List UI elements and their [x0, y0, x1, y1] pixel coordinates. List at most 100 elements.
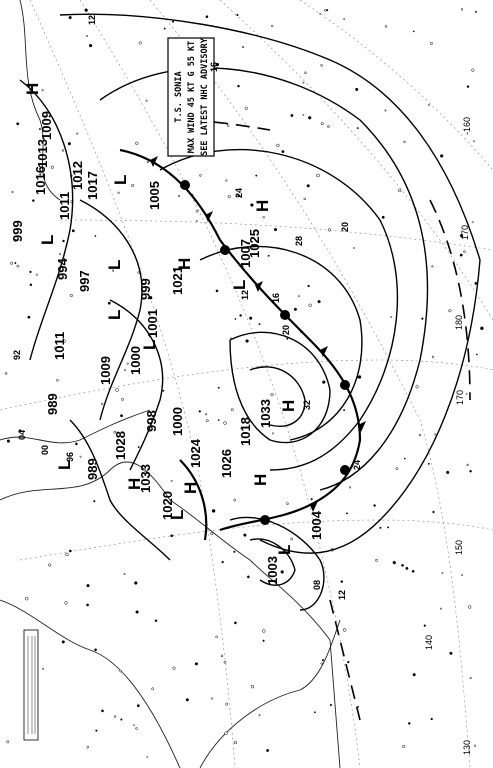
station-marker	[177, 194, 180, 198]
high-pressure-center-icon: H	[181, 482, 200, 494]
pressure-value: 1018	[238, 417, 253, 446]
cold-front-pip	[320, 346, 328, 357]
pressure-values: 1005 1025 1021 1007 999 1001 1000 1009 1…	[10, 111, 324, 585]
station-marker	[120, 414, 123, 418]
station-marker	[62, 339, 66, 343]
station-marker	[349, 486, 352, 489]
warm-front-pip	[280, 310, 290, 320]
station-marker	[205, 413, 208, 416]
station-marker	[230, 408, 234, 412]
station-marker	[441, 571, 444, 574]
station-marker	[327, 228, 332, 232]
station-marker	[293, 307, 297, 311]
observation-stations	[4, 8, 484, 758]
station-marker	[211, 697, 214, 700]
station-marker	[427, 103, 430, 106]
station-marker	[88, 43, 93, 48]
station-marker	[271, 24, 274, 28]
station-marker	[412, 30, 415, 33]
longitude-label: 170	[460, 225, 470, 240]
station-marker	[217, 419, 220, 421]
station-marker	[6, 439, 10, 443]
high-pressure-center-icon: H	[251, 474, 270, 486]
station-marker	[474, 10, 477, 13]
station-marker	[61, 640, 65, 644]
station-marker	[307, 284, 310, 288]
station-marker	[398, 188, 402, 193]
station-marker	[403, 457, 406, 460]
pressure-value: 1001	[145, 309, 160, 338]
pressure-value: 997	[77, 270, 92, 292]
station-marker	[234, 318, 237, 320]
station-marker	[162, 389, 165, 392]
station-marker	[390, 316, 393, 319]
station-marker	[430, 717, 433, 721]
station-marker	[469, 469, 472, 473]
station-marker	[302, 114, 305, 116]
station-marker	[86, 584, 90, 588]
station-marker	[121, 398, 124, 401]
pressure-value: 1009	[39, 111, 54, 140]
station-marker	[4, 372, 8, 375]
station-marker	[313, 711, 316, 714]
station-marker	[86, 35, 88, 38]
trough-line-south	[329, 599, 361, 721]
station-marker	[473, 744, 477, 747]
station-marker	[117, 191, 120, 194]
station-marker	[217, 386, 220, 389]
station-marker	[16, 122, 20, 126]
station-marker	[327, 125, 330, 128]
pressure-value: 1028	[113, 431, 128, 460]
station-marker	[258, 714, 261, 717]
station-marker	[308, 303, 312, 307]
station-marker	[355, 87, 359, 91]
station-marker	[154, 619, 158, 622]
station-marker	[24, 596, 29, 601]
station-marker	[373, 504, 376, 507]
station-marker	[198, 410, 201, 413]
station-marker	[123, 572, 126, 575]
station-marker	[262, 216, 265, 219]
station-marker	[67, 142, 71, 146]
pressure-value: 1025	[247, 229, 262, 258]
station-marker	[250, 203, 254, 207]
station-marker	[86, 745, 90, 749]
station-marker	[329, 703, 332, 707]
station-marker	[221, 560, 224, 564]
cold-front-pip	[150, 156, 158, 167]
station-marker	[392, 560, 396, 565]
pressure-value: 989	[85, 458, 100, 480]
pressure-value: 1007	[238, 239, 253, 268]
station-marker	[113, 430, 117, 434]
station-marker	[149, 296, 153, 300]
coastlines	[0, 0, 341, 768]
station-marker	[27, 315, 31, 319]
isobar-value: 00	[40, 445, 50, 455]
station-marker	[170, 534, 174, 538]
station-marker	[133, 724, 135, 727]
warm-front-pip	[340, 380, 350, 390]
station-marker	[408, 722, 411, 725]
low-pressure-center-icon: L	[105, 260, 124, 270]
station-marker	[302, 81, 305, 84]
station-marker	[185, 698, 189, 702]
station-marker	[319, 12, 321, 15]
station-marker	[135, 610, 139, 614]
station-marker	[147, 161, 149, 163]
isobar-value: 24	[234, 188, 244, 198]
frontal-boundary-icon	[119, 148, 366, 541]
station-marker	[273, 228, 278, 232]
station-marker	[225, 702, 229, 706]
station-marker	[262, 639, 265, 642]
station-marker	[86, 603, 89, 607]
station-marker	[290, 537, 294, 541]
station-marker	[320, 662, 323, 665]
cold-front-pip	[205, 211, 213, 222]
longitude-label: 180	[454, 315, 464, 330]
station-marker	[431, 355, 435, 358]
station-marker	[317, 300, 321, 304]
station-marker	[418, 433, 422, 437]
station-marker	[223, 660, 227, 664]
station-marker	[234, 621, 237, 625]
